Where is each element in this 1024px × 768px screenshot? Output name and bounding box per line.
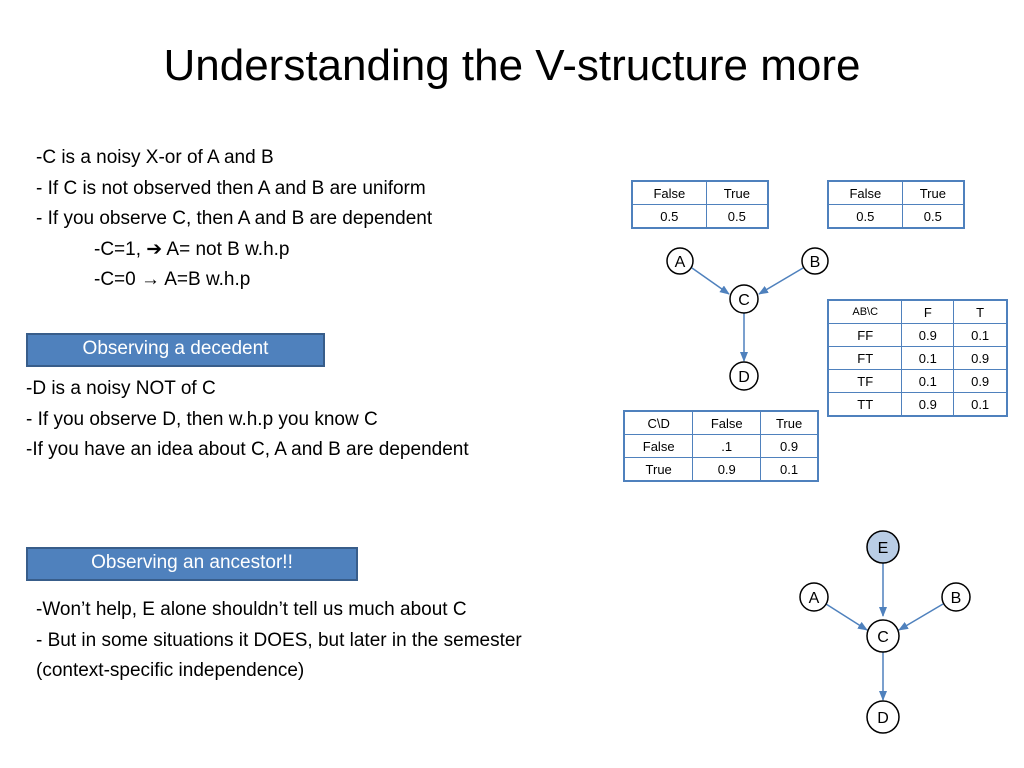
table-cell: 0.9 — [760, 434, 819, 458]
graph1-node-a: A — [666, 247, 694, 275]
table-cell: 0.1 — [901, 346, 955, 370]
observing-decedent-label: Observing a decedent — [26, 333, 325, 367]
subline-text: -C=0 — [94, 269, 141, 290]
table-cell: 0.1 — [901, 369, 955, 393]
node-label: D — [877, 710, 889, 727]
section2-line: -If you have an idea about C, A and B ar… — [26, 439, 469, 460]
subline-text: A= not B w.h.p — [162, 238, 290, 260]
section1-subline: -C=0 → A=B w.h.p — [36, 265, 432, 296]
graph1-node-d: D — [729, 361, 759, 391]
slide-title: Understanding the V-structure more — [163, 41, 861, 90]
graph2-node-c: C — [866, 619, 900, 653]
graph2-node-a: A — [799, 582, 829, 612]
section2-text: -D is a noisy NOT of C - If you observe … — [26, 374, 469, 466]
table-header-cell: C\D — [623, 410, 694, 435]
table-header-cell: True — [901, 180, 965, 205]
section1-line: - If C is not observed then A and B are … — [36, 177, 426, 199]
node-label: A — [675, 254, 686, 271]
section1-subline: -C=1, ➔ A= not B w.h.p — [36, 235, 432, 266]
table-row: TT 0.9 0.1 — [827, 392, 1008, 417]
node-label: B — [951, 590, 962, 607]
table-cell: 0.1 — [953, 392, 1008, 417]
table-cell: 0.5 — [705, 204, 769, 229]
table-cell: 0.5 — [827, 204, 903, 229]
table-cell: False — [623, 434, 694, 458]
table-header-cell: True — [760, 410, 819, 435]
node-label: C — [877, 629, 889, 646]
table-row: FT 0.1 0.9 — [827, 346, 1008, 370]
node-label: D — [738, 369, 750, 386]
graph1-edges — [691, 267, 804, 362]
subline-text: -C=1, — [94, 238, 147, 260]
section3-text: -Won’t help, E alone shouldn’t tell us m… — [36, 595, 522, 687]
table-cell: 0.9 — [953, 346, 1008, 370]
section2-line: -D is a noisy NOT of C — [26, 378, 216, 399]
graph1-node-b: B — [801, 247, 829, 275]
section3-line: -Won’t help, E alone shouldn’t tell us m… — [36, 599, 467, 620]
table-cell: 0.5 — [901, 204, 965, 229]
table-header-cell: AB\C — [827, 299, 903, 324]
table-cell: True — [623, 457, 694, 482]
table-header-cell: False — [631, 180, 707, 205]
graph2-node-d: D — [866, 700, 900, 734]
node-label: C — [738, 292, 750, 309]
graph2-node-e: E — [866, 530, 900, 564]
graph2-node-b: B — [941, 582, 971, 612]
node-label: B — [810, 254, 821, 271]
table-row: True 0.9 0.1 — [623, 457, 819, 482]
table-header-cell: T — [953, 299, 1008, 324]
prior-table-a: False True 0.5 0.5 — [631, 180, 769, 229]
right-arrow-icon: ➔ — [146, 238, 163, 260]
table-cell: .1 — [692, 434, 762, 458]
table-cell: 0.1 — [760, 457, 819, 482]
table-cell: 0.9 — [953, 369, 1008, 393]
observing-ancestor-label: Observing an ancestor!! — [26, 547, 358, 581]
table-row: FF 0.9 0.1 — [827, 323, 1008, 347]
section2-line: - If you observe D, then w.h.p you know … — [26, 408, 378, 430]
table-cell: TT — [827, 392, 903, 417]
table-cell: 0.5 — [631, 204, 707, 229]
right-arrow-icon: → — [141, 269, 160, 290]
edge-a-c — [691, 267, 730, 295]
graph1-node-c: C — [729, 284, 759, 314]
graph2-edges — [825, 563, 944, 701]
section1-line: - If you observe C, then A and B are dep… — [36, 208, 433, 229]
prior-table-b: False True 0.5 0.5 — [827, 180, 965, 229]
section3-line: (context-specific independence) — [36, 660, 305, 681]
cpt-table-d: C\D False True False .1 0.9 True 0.9 0.1 — [623, 410, 819, 482]
node-label: A — [809, 590, 820, 607]
edge-b-c — [898, 603, 944, 631]
node-label: E — [878, 540, 889, 557]
table-cell: 0.9 — [901, 392, 955, 417]
table-cell: 0.9 — [692, 457, 762, 482]
edge-b-c — [758, 267, 804, 295]
table-header-cell: False — [827, 180, 903, 205]
section1-line: -C is a noisy X-or of A and B — [36, 147, 274, 168]
subline-text: A=B w.h.p — [160, 269, 251, 290]
table-row: False .1 0.9 — [623, 434, 819, 458]
section1-text: -C is a noisy X-or of A and B - If C is … — [36, 143, 432, 296]
table-header-cell: F — [901, 299, 955, 324]
table-cell: TF — [827, 369, 903, 393]
section3-line: - But in some situations it DOES, but la… — [36, 629, 522, 651]
edge-a-c — [825, 603, 868, 631]
table-cell: FT — [827, 346, 903, 370]
table-cell: 0.9 — [901, 323, 955, 347]
cpt-table-c: AB\C F T FF 0.9 0.1 FT 0.1 0.9 TF 0.1 0.… — [827, 299, 1008, 417]
table-row: TF 0.1 0.9 — [827, 369, 1008, 393]
